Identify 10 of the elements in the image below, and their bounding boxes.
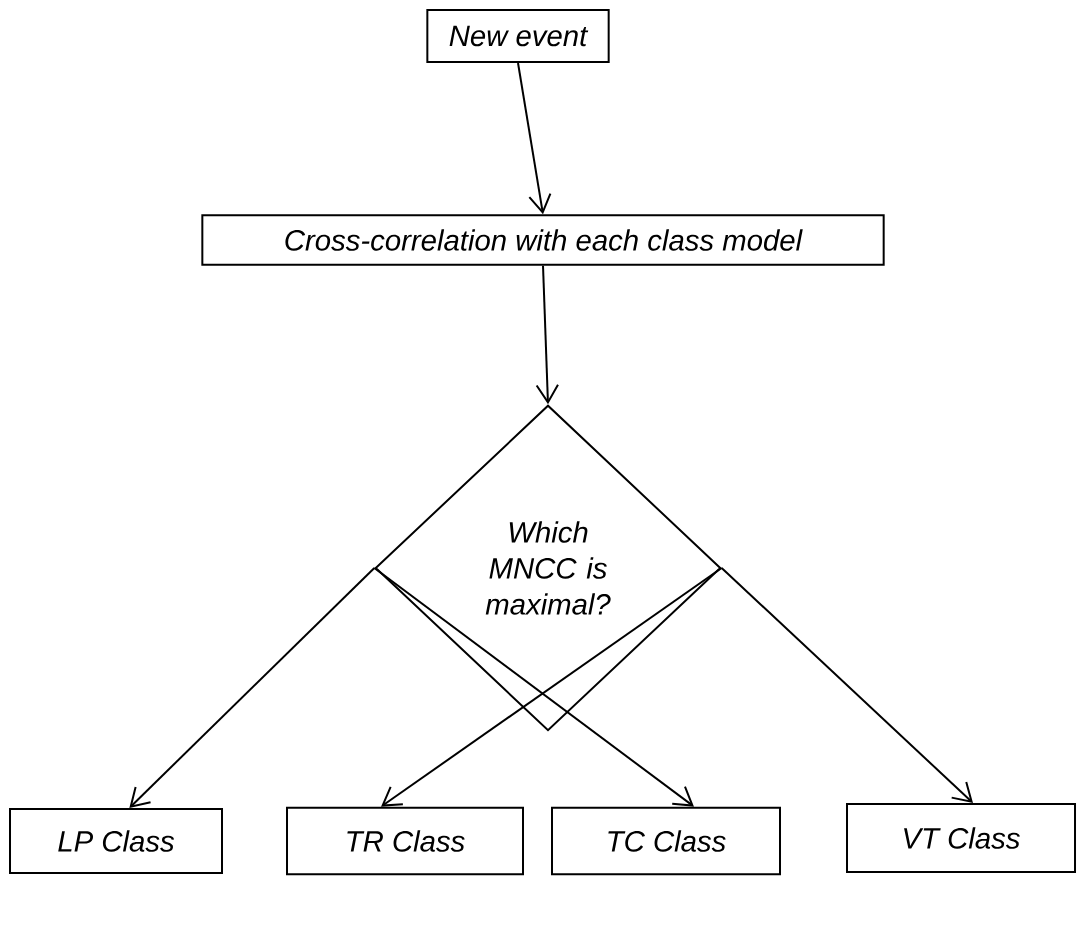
arrow [720,567,973,803]
process-box: New event [426,9,610,63]
process-box: Cross-correlation with each class model [201,214,885,266]
arrow [129,567,376,808]
process-box: TR Class [286,806,524,876]
arrow [517,62,552,215]
process-box: VT Class [846,803,1076,873]
arrow [535,264,559,405]
process-box: TC Class [551,806,781,876]
process-box: LP Class [9,808,223,874]
